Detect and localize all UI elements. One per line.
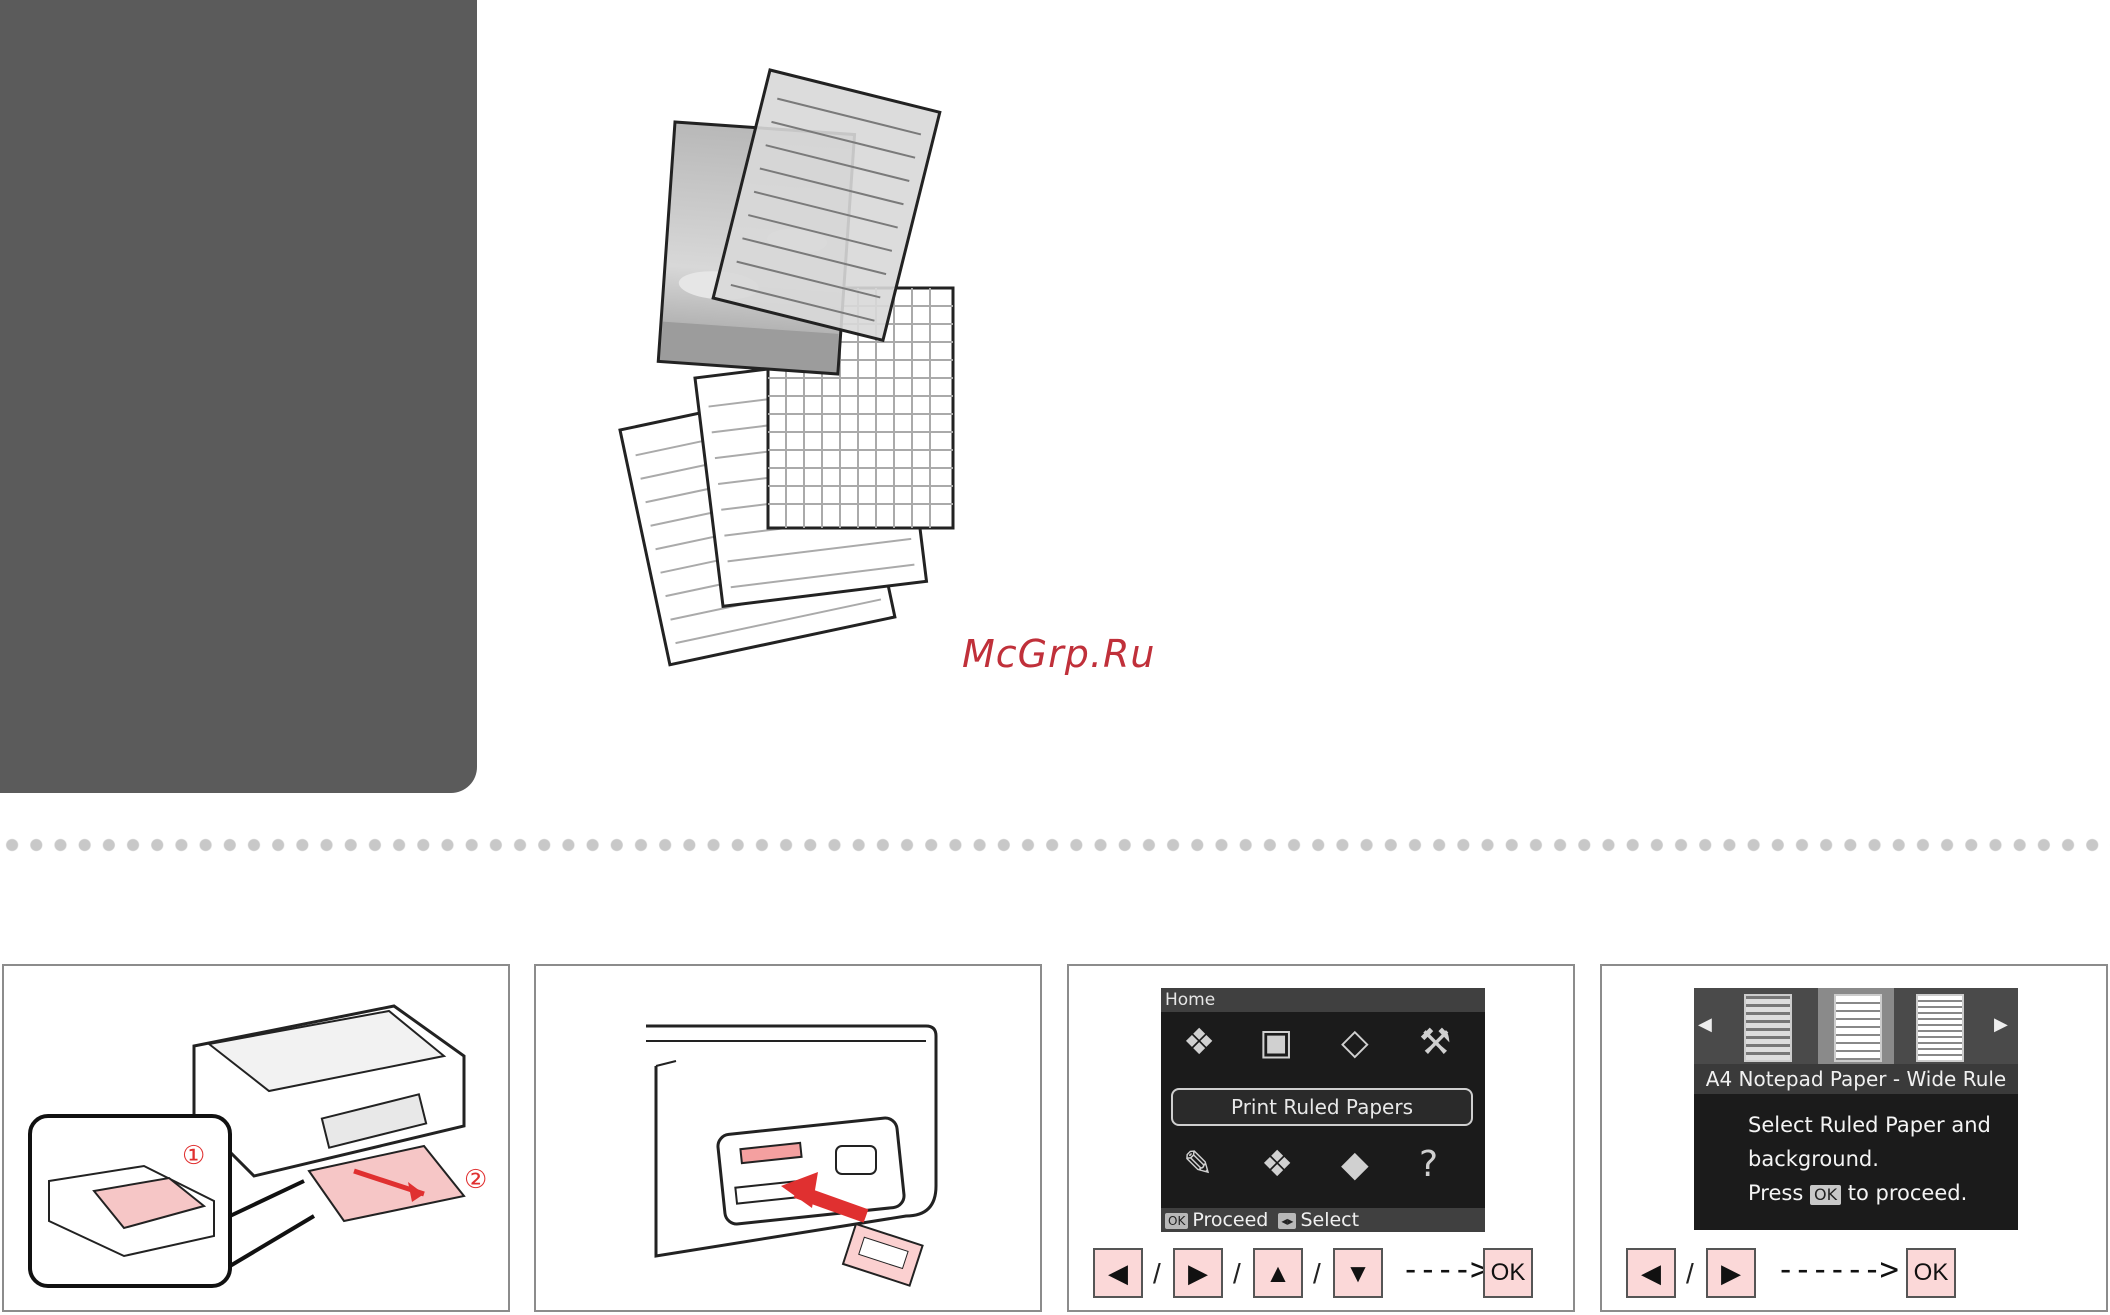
- book-icon: ◆: [1341, 1144, 1369, 1185]
- proceed-text: Proceed: [1192, 1209, 1268, 1231]
- select-tag-icon: ◂▸: [1278, 1213, 1296, 1229]
- then-arrow: ------>: [1776, 1250, 1897, 1288]
- help-icon: ?: [1419, 1144, 1438, 1185]
- paper-thumbnails: ◀ ▶: [1694, 988, 2018, 1064]
- step-panel-load-paper: ① ②: [2, 964, 510, 1312]
- proceed-text: to proceed.: [1848, 1181, 1968, 1205]
- print-icon: ❖: [1183, 1022, 1215, 1063]
- left-button[interactable]: ◀: [1626, 1248, 1676, 1298]
- button-sequence: ◀ / ▶ ------> OK: [1602, 1248, 2106, 1308]
- instruction-line-3: Press OK to proceed.: [1748, 1176, 1991, 1210]
- dotted-divider: [0, 838, 2110, 852]
- scan-icon: ◇: [1341, 1022, 1369, 1063]
- press-text: Press: [1748, 1181, 1803, 1205]
- nav-right-icon: ▶: [1994, 1014, 2008, 1035]
- watermark-text: McGrp.Ru: [962, 632, 1155, 676]
- instruction-line-2: background.: [1748, 1142, 1991, 1176]
- photo-layout-icon: ✎: [1183, 1144, 1213, 1185]
- separator: /: [1686, 1258, 1694, 1290]
- memory-card-insert-illustration: [536, 966, 1044, 1314]
- section-sidebar: [0, 0, 477, 793]
- separator: /: [1153, 1258, 1161, 1290]
- printer-paper-cassette-illustration: ① ②: [4, 966, 512, 1314]
- step-2-marker: ②: [464, 1165, 487, 1195]
- setup-icon: ⚒: [1419, 1022, 1451, 1063]
- ok-button[interactable]: OK: [1483, 1248, 1533, 1298]
- ok-tag: OK: [1165, 1213, 1188, 1229]
- up-button[interactable]: ▲: [1253, 1248, 1303, 1298]
- highlighted-mode-label: Print Ruled Papers: [1171, 1088, 1473, 1126]
- ruled-papers-illustration: [590, 60, 990, 720]
- ok-tag: OK: [1810, 1185, 1841, 1205]
- ok-button[interactable]: OK: [1906, 1248, 1956, 1298]
- screen-header: Home: [1161, 988, 1485, 1012]
- nav-left-icon: ◀: [1698, 1014, 1712, 1035]
- then-arrow: ---->: [1401, 1250, 1487, 1288]
- instruction-text: Select Ruled Paper and background. Press…: [1748, 1108, 1991, 1210]
- right-button[interactable]: ▶: [1173, 1248, 1223, 1298]
- select-text: Select: [1300, 1209, 1359, 1231]
- lcd-paper-screen: ◀ ▶ A4 Notepad Paper - Wide Rule Select …: [1694, 988, 2018, 1230]
- thumb-wide-rule: [1834, 994, 1882, 1062]
- separator: /: [1233, 1258, 1241, 1290]
- step-panel-select-mode: Home ❖ ▣ ◇ ⚒ Print Ruled Papers ✎ ❖ ◆ ? …: [1067, 964, 1575, 1312]
- down-button[interactable]: ▼: [1333, 1248, 1383, 1298]
- step-1-marker: ①: [182, 1141, 205, 1171]
- instruction-line-1: Select Ruled Paper and: [1748, 1108, 1991, 1142]
- button-sequence: ◀ / ▶ / ▲ / ▼ ----> OK: [1069, 1248, 1573, 1308]
- camera-icon: ▣: [1259, 1022, 1293, 1063]
- thumb-photo-lined: [1744, 994, 1792, 1062]
- right-button[interactable]: ▶: [1706, 1248, 1756, 1298]
- lcd-home-screen: Home ❖ ▣ ◇ ⚒ Print Ruled Papers ✎ ❖ ◆ ? …: [1161, 988, 1485, 1232]
- step-panel-insert-card: [534, 964, 1042, 1312]
- thumb-narrow-rule: [1916, 994, 1964, 1062]
- ruled-paper-icon: ❖: [1261, 1144, 1293, 1185]
- paper-title: A4 Notepad Paper - Wide Rule: [1694, 1064, 2018, 1094]
- separator: /: [1313, 1258, 1321, 1290]
- left-button[interactable]: ◀: [1093, 1248, 1143, 1298]
- step-panel-select-paper: ◀ ▶ A4 Notepad Paper - Wide Rule Select …: [1600, 964, 2108, 1312]
